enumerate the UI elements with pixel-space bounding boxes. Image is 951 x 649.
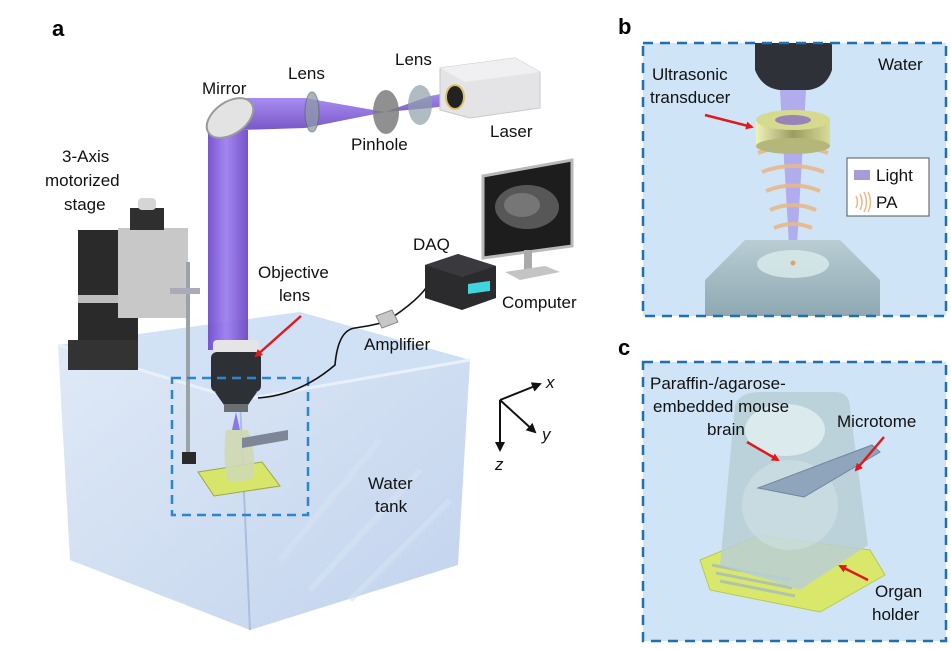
brain-label-line1: Paraffin-/agarose-	[650, 374, 786, 393]
amplifier	[375, 309, 399, 329]
legend: Light PA	[846, 157, 930, 217]
computer	[481, 158, 574, 280]
brain-label-line2: embedded mouse	[653, 397, 789, 416]
amplifier-label: Amplifier	[364, 335, 430, 354]
pinhole-label: Pinhole	[351, 135, 408, 154]
panel-c-border	[641, 360, 948, 643]
objective-label-line2: lens	[279, 286, 310, 305]
signal-cable	[257, 281, 431, 399]
tissue-block	[705, 240, 880, 316]
objective-arrow	[254, 315, 302, 358]
holder-label-line1: Organ	[875, 582, 922, 601]
lens-right	[408, 85, 432, 125]
legend-pa-label: PA	[876, 193, 898, 212]
lens-right-label: Lens	[395, 50, 432, 69]
microtome-arrow	[854, 436, 885, 472]
holder-arrow	[838, 564, 869, 582]
motorized-stage	[68, 198, 200, 464]
transducer-label-line1: Ultrasonic	[652, 65, 728, 84]
pinhole	[373, 90, 399, 134]
objective-label-line1: Objective	[258, 263, 329, 282]
brain-sample	[745, 404, 825, 456]
pa-source-point	[790, 260, 796, 266]
panel-c-letter: c	[618, 335, 630, 360]
ultrasonic-transducer	[756, 110, 830, 154]
laser-beam	[208, 90, 462, 350]
pa-wave-icon	[855, 191, 872, 213]
mirror	[205, 97, 255, 139]
legend-light-label: Light	[876, 166, 913, 185]
z-axis-label: z	[494, 455, 504, 474]
mirror-label: Mirror	[202, 79, 247, 98]
stage-label-line1: 3-Axis	[62, 147, 109, 166]
holder-label-line2: holder	[872, 605, 920, 624]
light-swatch-icon	[854, 170, 870, 180]
x-axis-arrow	[499, 382, 542, 401]
daq	[425, 254, 496, 310]
computer-label: Computer	[502, 293, 577, 312]
y-axis-label: y	[541, 425, 552, 444]
stage-label-line2: motorized	[45, 171, 120, 190]
panel-a-letter: a	[52, 16, 65, 41]
stage-label-line3: stage	[64, 195, 106, 214]
microtome-label: Microtome	[837, 412, 916, 431]
water-tank-label-line1: Water	[368, 474, 413, 493]
brain-arrow	[746, 440, 780, 462]
laser	[439, 57, 541, 119]
panel-b-letter: b	[618, 14, 631, 39]
panel-b: b Ultrasonic transducer	[618, 14, 948, 318]
water-tank-label-line2: tank	[375, 497, 408, 516]
transducer-arrow	[704, 113, 754, 130]
transducer-label-line2: transducer	[650, 88, 731, 107]
panel-c: c Paraffin-/agarose- embedded mouse brai…	[618, 335, 948, 643]
microtome-blade	[756, 444, 881, 498]
water-label: Water	[878, 55, 923, 74]
laser-label: Laser	[490, 122, 533, 141]
objective-lens	[211, 340, 261, 430]
zoom-region-box	[170, 376, 310, 517]
lens-left	[304, 91, 320, 133]
y-axis-arrow	[499, 399, 537, 434]
daq-label: DAQ	[413, 235, 450, 254]
sample-assembly	[197, 430, 288, 497]
objective-tip	[755, 43, 832, 90]
panel-a: a	[45, 16, 577, 631]
x-axis-label: x	[545, 373, 555, 392]
coordinate-axes: x y z	[494, 373, 555, 474]
lens-left-label: Lens	[288, 64, 325, 83]
brain-label-line3: brain	[707, 420, 745, 439]
